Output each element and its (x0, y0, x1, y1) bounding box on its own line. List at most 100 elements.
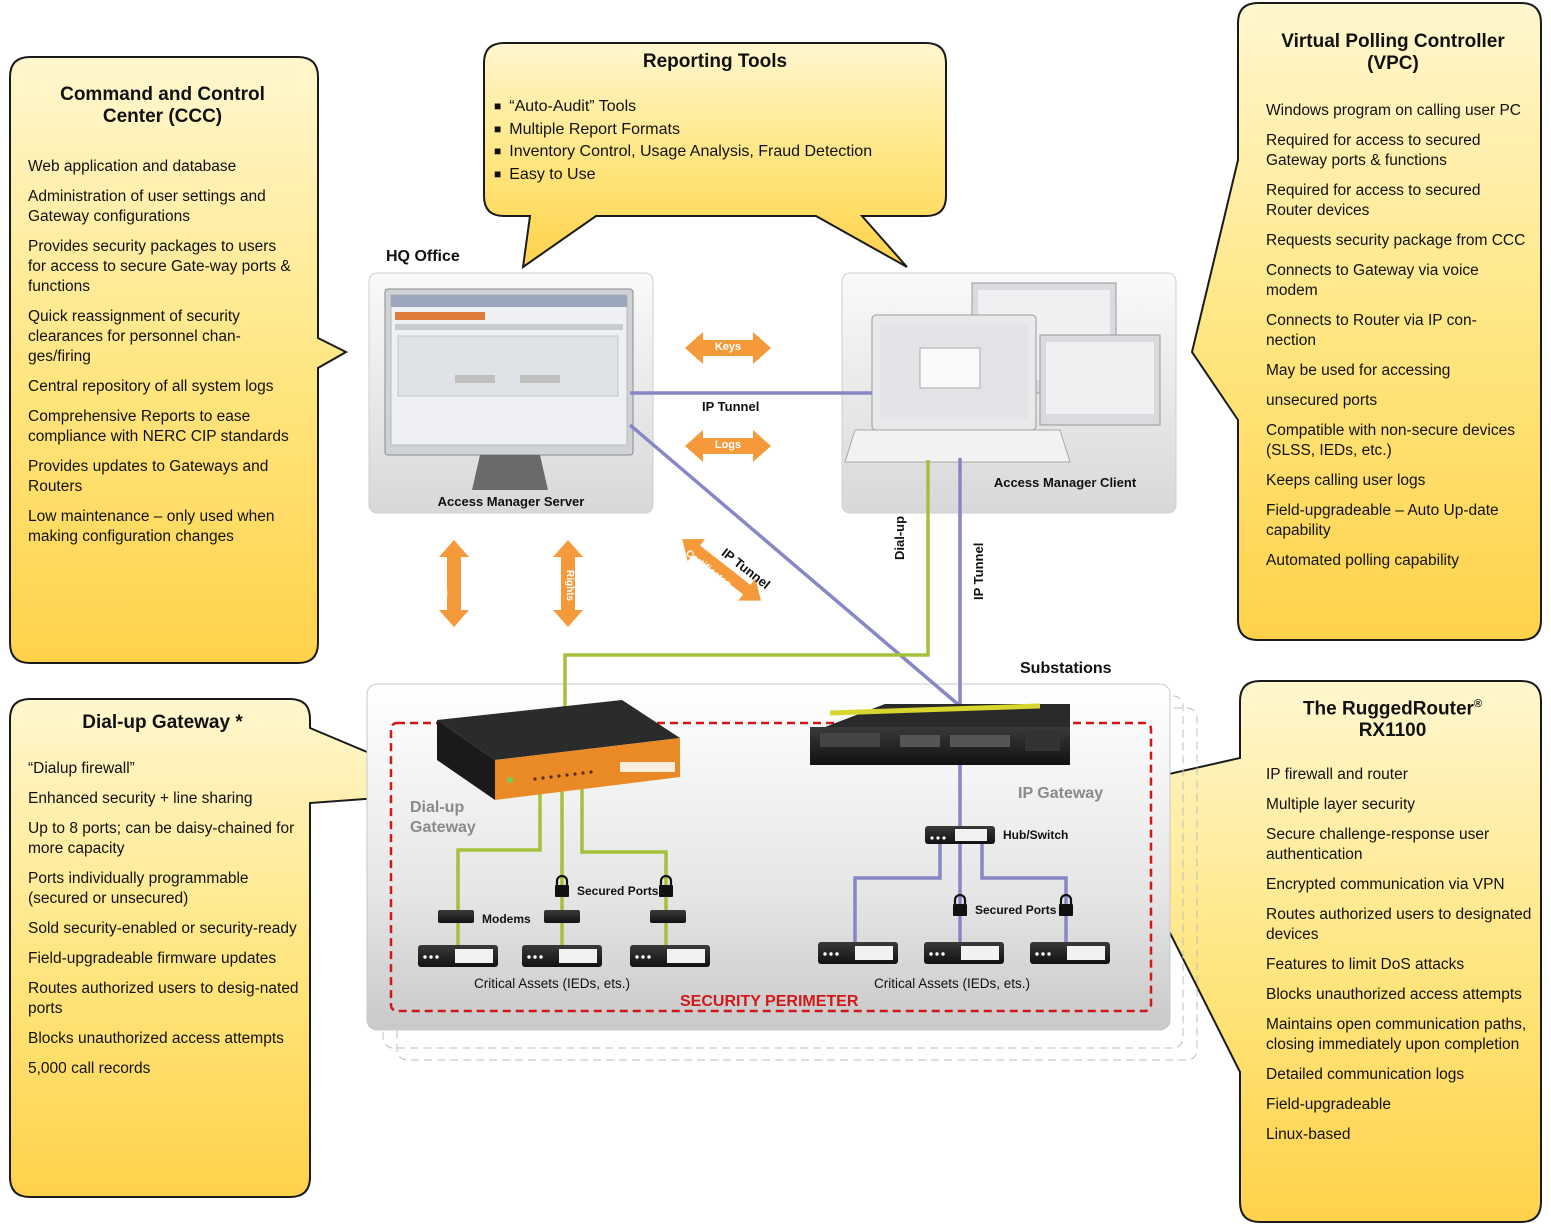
lock-icon (659, 874, 673, 897)
keys-arrow (685, 332, 771, 364)
logs-arrow (685, 430, 771, 462)
router-title-text: The RuggedRouter (1302, 698, 1474, 720)
ied-device (1030, 942, 1110, 964)
ied-device (818, 942, 898, 964)
secured-ports-label-left: Secured Ports (577, 884, 659, 898)
vpc-item: Connects to Router via IP con-nection (1266, 312, 1477, 349)
reporting-item: “Auto-Audit” Tools (494, 96, 934, 119)
dialup-item: Up to 8 ports; can be daisy-chained for … (28, 820, 295, 857)
hub-switch-device (925, 826, 995, 844)
ied-device (924, 942, 1004, 964)
ccc-item: Low maintenance – only used when making … (28, 508, 275, 545)
substations-label: Substations (1020, 660, 1112, 677)
client-label: Access Manager Client (993, 475, 1137, 490)
modem-device-1 (438, 910, 474, 923)
reporting-item: Multiple Report Formats (494, 119, 934, 142)
laptop-icon (844, 282, 1161, 463)
arrow-group (439, 332, 771, 627)
vpc-item: Field-upgradeable – Auto Up-date capabil… (1266, 502, 1499, 539)
security-perimeter-label: SECURITY PERIMETER (680, 993, 859, 1010)
vpc-item: May be used for accessing (1266, 362, 1451, 379)
dialup-item: Routes authorized users to desig-nated p… (28, 980, 299, 1017)
ccc-item: Central repository of all system logs (28, 378, 274, 395)
config-arrow (439, 540, 469, 627)
hq-office-label: HQ Office (386, 248, 460, 265)
lock-icons (555, 874, 1073, 916)
vpc-title: Virtual Polling Controller (VPC) (1281, 31, 1505, 74)
hub-switch-label: Hub/Switch (1003, 828, 1069, 842)
dialup-item: Enhanced security + line sharing (28, 790, 253, 807)
dialup-title: Dial-up Gateway * (82, 712, 243, 733)
certificates-arrow (682, 539, 761, 601)
router-item: Secure challenge-response user authentic… (1266, 826, 1490, 863)
router-item: Linux-based (1266, 1126, 1351, 1143)
ruggedrouter-device (810, 703, 1070, 765)
ccc-item: Comprehensive Reports to ease compliance… (28, 408, 289, 445)
registered-mark: ® (1473, 698, 1483, 710)
logs-label: Logs (714, 439, 742, 451)
router-item: Routes authorized users to designated de… (1266, 906, 1532, 943)
dialup-callout (9, 698, 463, 1198)
vpc-list: Windows program on calling user PC Requi… (1266, 101, 1526, 581)
vpc-item: unsecured ports (1266, 392, 1378, 409)
ccc-title: Command and Control Center (CCC) (60, 84, 265, 127)
dialup-item: Field-upgradeable firmware updates (28, 950, 277, 967)
router-item: Features to limit DoS attacks (1266, 956, 1465, 973)
modem-device-3 (650, 910, 686, 923)
ccc-item: Provides security packages to users for … (28, 238, 291, 295)
ied-devices (418, 942, 1110, 967)
ied-device (418, 945, 498, 967)
dialup-gateway-label-l2: Gateway (410, 819, 476, 836)
dialup-gateway-device (437, 700, 680, 800)
critical-assets-label-left: Critical Assets (IEDs, ets.) (474, 976, 631, 991)
lock-icon (555, 874, 569, 897)
rights-label: Rights (564, 570, 575, 602)
reporting-list: “Auto-Audit” Tools Multiple Report Forma… (494, 96, 934, 186)
reporting-title: Reporting Tools (642, 51, 788, 72)
ip-tunnel-vertical-label: IP Tunnel (971, 542, 986, 600)
ip-tunnel-label-horizontal: IP Tunnel (702, 399, 760, 414)
router-item: Maintains open communication paths, clos… (1266, 1016, 1527, 1053)
vpc-item: Requests security package from CCC (1266, 232, 1526, 249)
server-label: Access Manager Server (437, 494, 585, 509)
dialup-list: “Dialup firewall” Enhanced security + li… (28, 759, 303, 1089)
ccc-list: Web application and database Administrat… (28, 157, 298, 557)
dialup-gateway-label-l1: Dial-up (410, 799, 465, 816)
dialup-item: “Dialup firewall” (28, 760, 135, 777)
dialup-item: Blocks unauthorized access attempts (28, 1030, 284, 1047)
dialup-gateway-label: Dial-up Gateway (410, 798, 476, 838)
ied-device (522, 945, 602, 967)
modems-label: Modems (482, 912, 531, 926)
dialup-item: 5,000 call records (28, 1060, 151, 1077)
vpc-item: Required for access to secured Gateway p… (1266, 132, 1481, 169)
monitor-icon (384, 288, 634, 490)
lock-icon (1059, 893, 1073, 916)
router-item: Blocks unauthorized access attempts (1266, 986, 1522, 1003)
reporting-item: Easy to Use (494, 164, 934, 187)
vpc-item: Required for access to secured Router de… (1266, 182, 1481, 219)
dialup-vertical-label: Dial-up (892, 515, 907, 560)
reporting-item: Inventory Control, Usage Analysis, Fraud… (494, 141, 934, 164)
ied-device (630, 945, 710, 967)
ccc-item: Administration of user settings and Gate… (28, 188, 266, 225)
lock-icon (953, 893, 967, 916)
router-item: IP firewall and router (1266, 766, 1408, 783)
router-list: IP firewall and router Multiple layer se… (1266, 765, 1534, 1155)
vpc-item: Connects to Gateway via voice modem (1266, 262, 1479, 299)
router-title: The RuggedRouter® RX1100 (1250, 693, 1535, 742)
vpc-item: Windows program on calling user PC (1266, 102, 1521, 119)
dialup-item: Ports individually programmable (secured… (28, 870, 249, 907)
vpc-item: Automated polling capability (1266, 552, 1460, 569)
router-item: Field-upgradeable (1266, 1096, 1391, 1113)
critical-assets-label-right: Critical Assets (IEDs, ets.) (874, 976, 1031, 991)
ccc-item: Quick reassignment of security clearance… (28, 308, 241, 365)
ccc-callout (9, 56, 349, 664)
router-item: Encrypted communication via VPN (1266, 876, 1505, 893)
router-title-line2: RX1100 (1358, 720, 1427, 742)
dialup-item: Sold security-enabled or security-ready (28, 920, 297, 937)
rights-arrow (553, 540, 583, 627)
vpc-item: Keeps calling user logs (1266, 472, 1426, 489)
modem-device-2 (544, 910, 580, 923)
secured-ports-label-right: Secured Ports (975, 903, 1057, 917)
